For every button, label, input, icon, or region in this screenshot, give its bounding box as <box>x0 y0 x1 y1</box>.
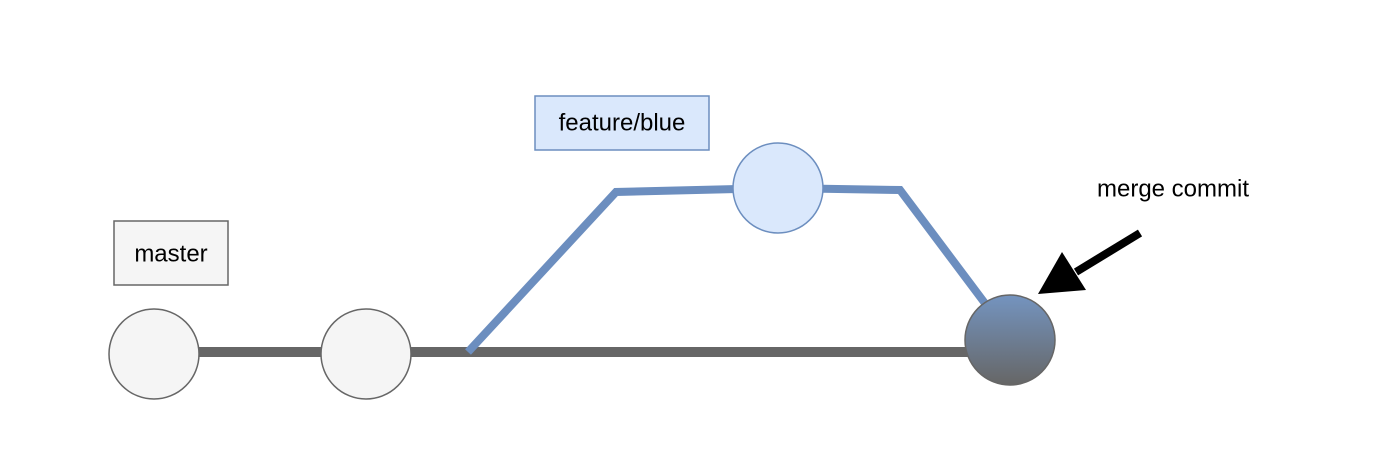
master-label-text: master <box>134 240 207 267</box>
merge-commit-node <box>964 294 1056 386</box>
feature-branch-line <box>465 183 994 355</box>
merge-commit-label: merge commit <box>1097 175 1249 202</box>
arrow-icon <box>1038 229 1143 294</box>
master-commit-node-2 <box>320 308 412 400</box>
feature-label-box <box>534 95 710 151</box>
master-commit-node-1 <box>108 308 200 400</box>
master-label: master <box>113 220 229 286</box>
master-label-box <box>113 220 229 286</box>
feature-label: feature/blue <box>534 95 710 151</box>
feature-label-text: feature/blue <box>559 109 686 136</box>
feature-commit-node <box>732 142 824 234</box>
